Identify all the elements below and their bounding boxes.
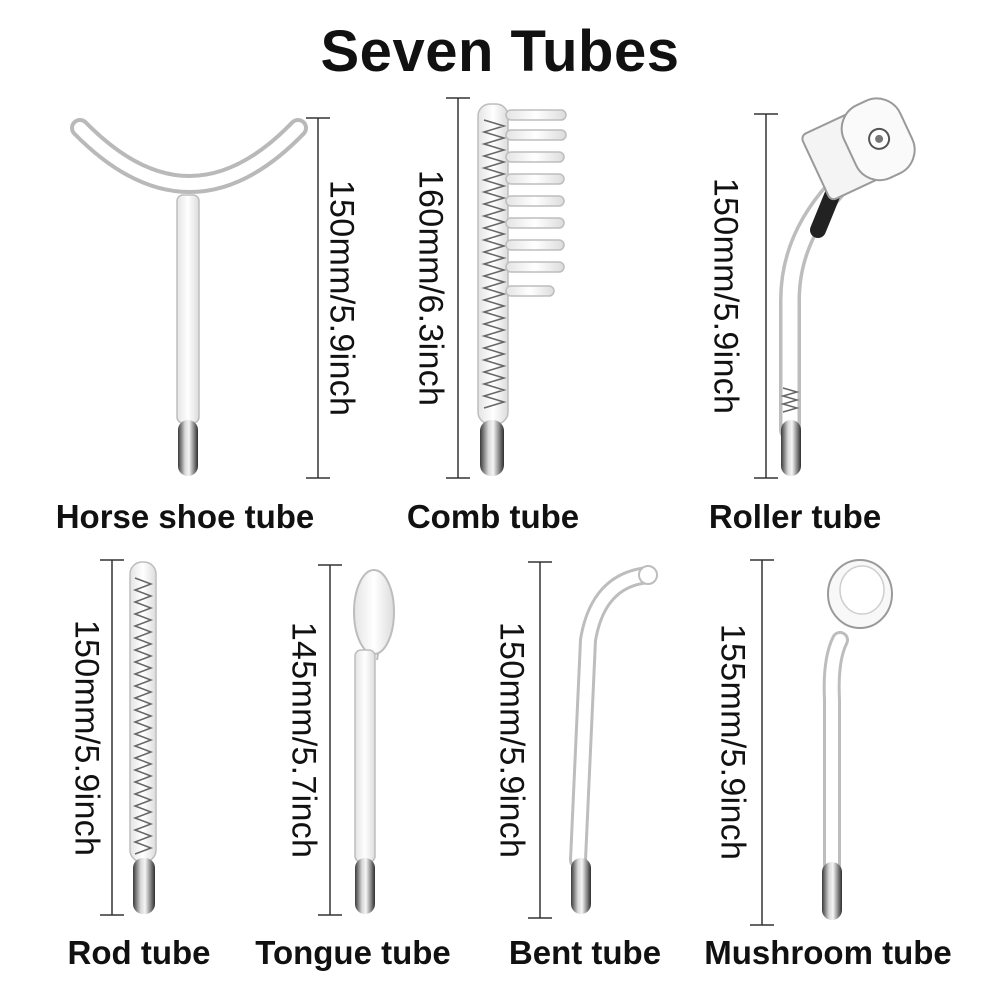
tongue-tube-size: 145mm/5.7inch [284, 621, 323, 859]
rod-tube-size: 150mm/5.9inch [67, 619, 106, 857]
dimension-lines [100, 97, 778, 926]
bent-tube-size: 150mm/5.9inch [492, 621, 531, 859]
comb-tube-image [477, 103, 567, 476]
horse-shoe-tube-size: 150mm/5.9inch [322, 179, 361, 417]
horse-shoe-tube-image [70, 118, 308, 476]
mushroom-tube-image [822, 559, 893, 920]
comb-tube-label: Comb tube [406, 498, 580, 535]
roller-tube-image [779, 97, 916, 476]
comb-tube-size: 160mm/6.3inch [411, 169, 450, 407]
rod-tube-image [129, 561, 157, 914]
mushroom-tube-label: Mushroom tube [704, 934, 952, 971]
rod-tube-label: Rod tube [67, 934, 211, 971]
horse-shoe-tube-label: Horse shoe tube [55, 498, 315, 535]
mushroom-tube-size: 155mm/5.9inch [713, 623, 752, 861]
tongue-tube-label: Tongue tube [255, 934, 451, 971]
roller-tube-label: Roller tube [708, 498, 882, 535]
roller-tube-size: 150mm/5.9inch [706, 177, 745, 415]
tongue-tube-image [353, 569, 395, 914]
bent-tube-image [569, 565, 658, 914]
bent-tube-label: Bent tube [508, 934, 662, 971]
page-title: Seven Tubes [320, 19, 680, 84]
